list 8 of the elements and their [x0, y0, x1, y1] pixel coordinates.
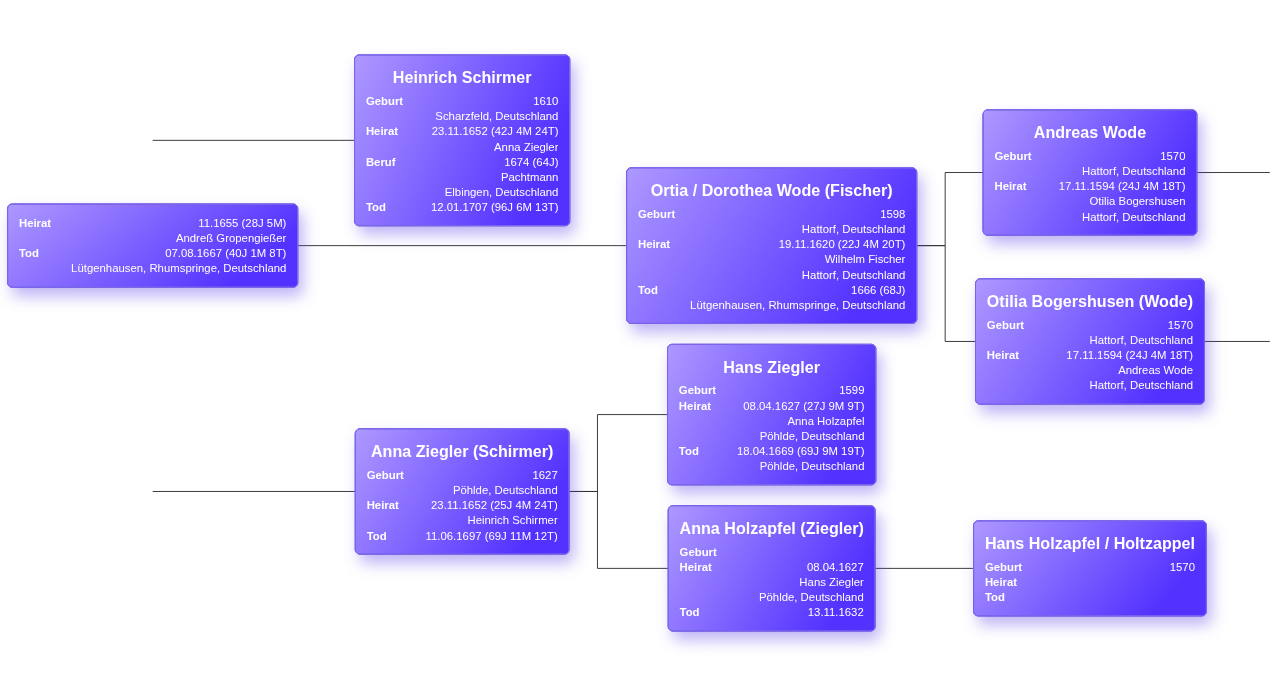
connector [297, 245, 628, 247]
connector [874, 567, 975, 569]
connector [1196, 172, 1271, 173]
connector [916, 245, 976, 342]
connector [152, 491, 356, 492]
connector [152, 139, 355, 141]
connector [1203, 341, 1271, 342]
connector [568, 491, 669, 569]
